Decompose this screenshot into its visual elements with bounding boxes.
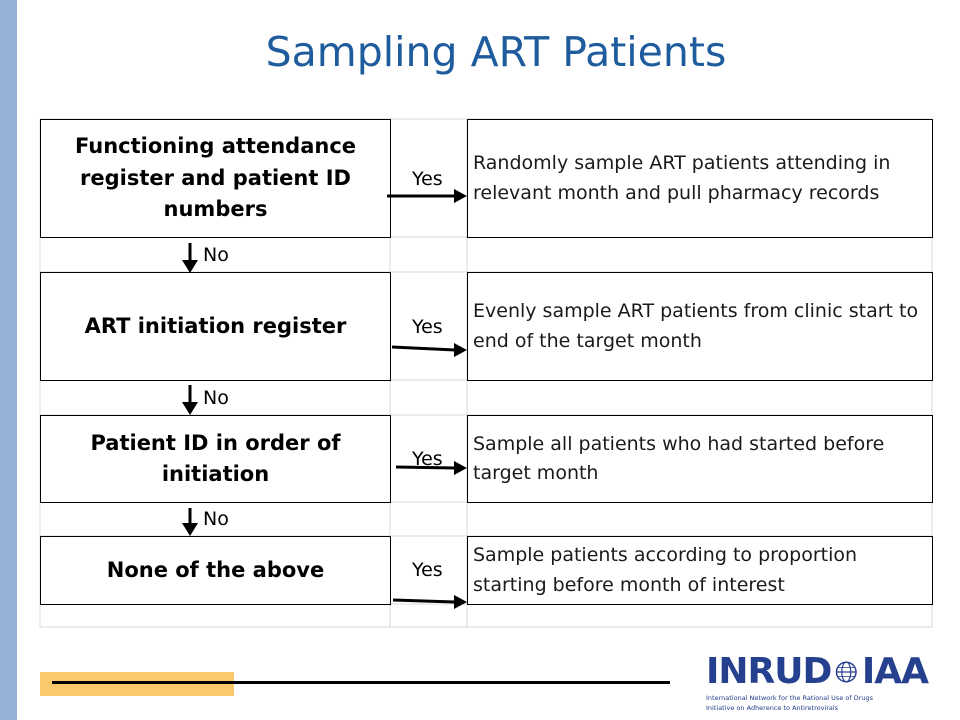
slide-title: Sampling ART Patients — [265, 28, 727, 76]
logo-tagline-2: Initiative on Adherence to Antiretrovira… — [706, 704, 839, 712]
condition-box-4: None of the above — [40, 536, 391, 605]
side-accent-bar — [0, 0, 17, 720]
logo-tagline-1: International Network for the Rational U… — [706, 694, 874, 702]
no-label-2: No — [203, 387, 229, 409]
action-text-3: Sample all patients who had started befo… — [473, 432, 885, 484]
action-box-2: Evenly sample ART patients from clinic s… — [467, 272, 933, 381]
action-box-4: Sample patients according to proportion … — [467, 536, 933, 605]
logo-right-word: IAA — [861, 651, 929, 692]
condition-box-2: ART initiation register — [40, 272, 391, 381]
action-box-3: Sample all patients who had started befo… — [467, 415, 933, 503]
footer-rule — [52, 681, 670, 684]
no-label-1: No — [203, 244, 229, 266]
condition-box-1: Functioning attendance register and pati… — [40, 119, 391, 238]
yes-label-1: Yes — [412, 168, 443, 190]
inrud-iaa-logo: INRUD IAA International Network for the … — [706, 651, 929, 714]
condition-text-1: Functioning attendance register and pati… — [74, 134, 357, 222]
action-text-2: Evenly sample ART patients from clinic s… — [473, 300, 919, 352]
yes-label-4: Yes — [412, 559, 443, 581]
logo-left-word: INRUD — [706, 651, 832, 692]
yes-label-3: Yes — [412, 448, 443, 470]
action-text-4: Sample patients according to proportion … — [473, 544, 858, 596]
footer-accent-bar — [40, 672, 234, 696]
no-label-3: No — [203, 508, 229, 530]
condition-text-2: ART initiation register — [84, 313, 347, 338]
action-box-1: Randomly sample ART patients attending i… — [467, 119, 933, 238]
action-text-1: Randomly sample ART patients attending i… — [473, 152, 891, 204]
condition-box-3: Patient ID in order of initiation — [40, 415, 391, 503]
globe-icon — [836, 661, 858, 683]
condition-text-4: None of the above — [106, 557, 325, 582]
condition-text-3: Patient ID in order of initiation — [90, 430, 341, 487]
yes-label-2: Yes — [412, 316, 443, 338]
